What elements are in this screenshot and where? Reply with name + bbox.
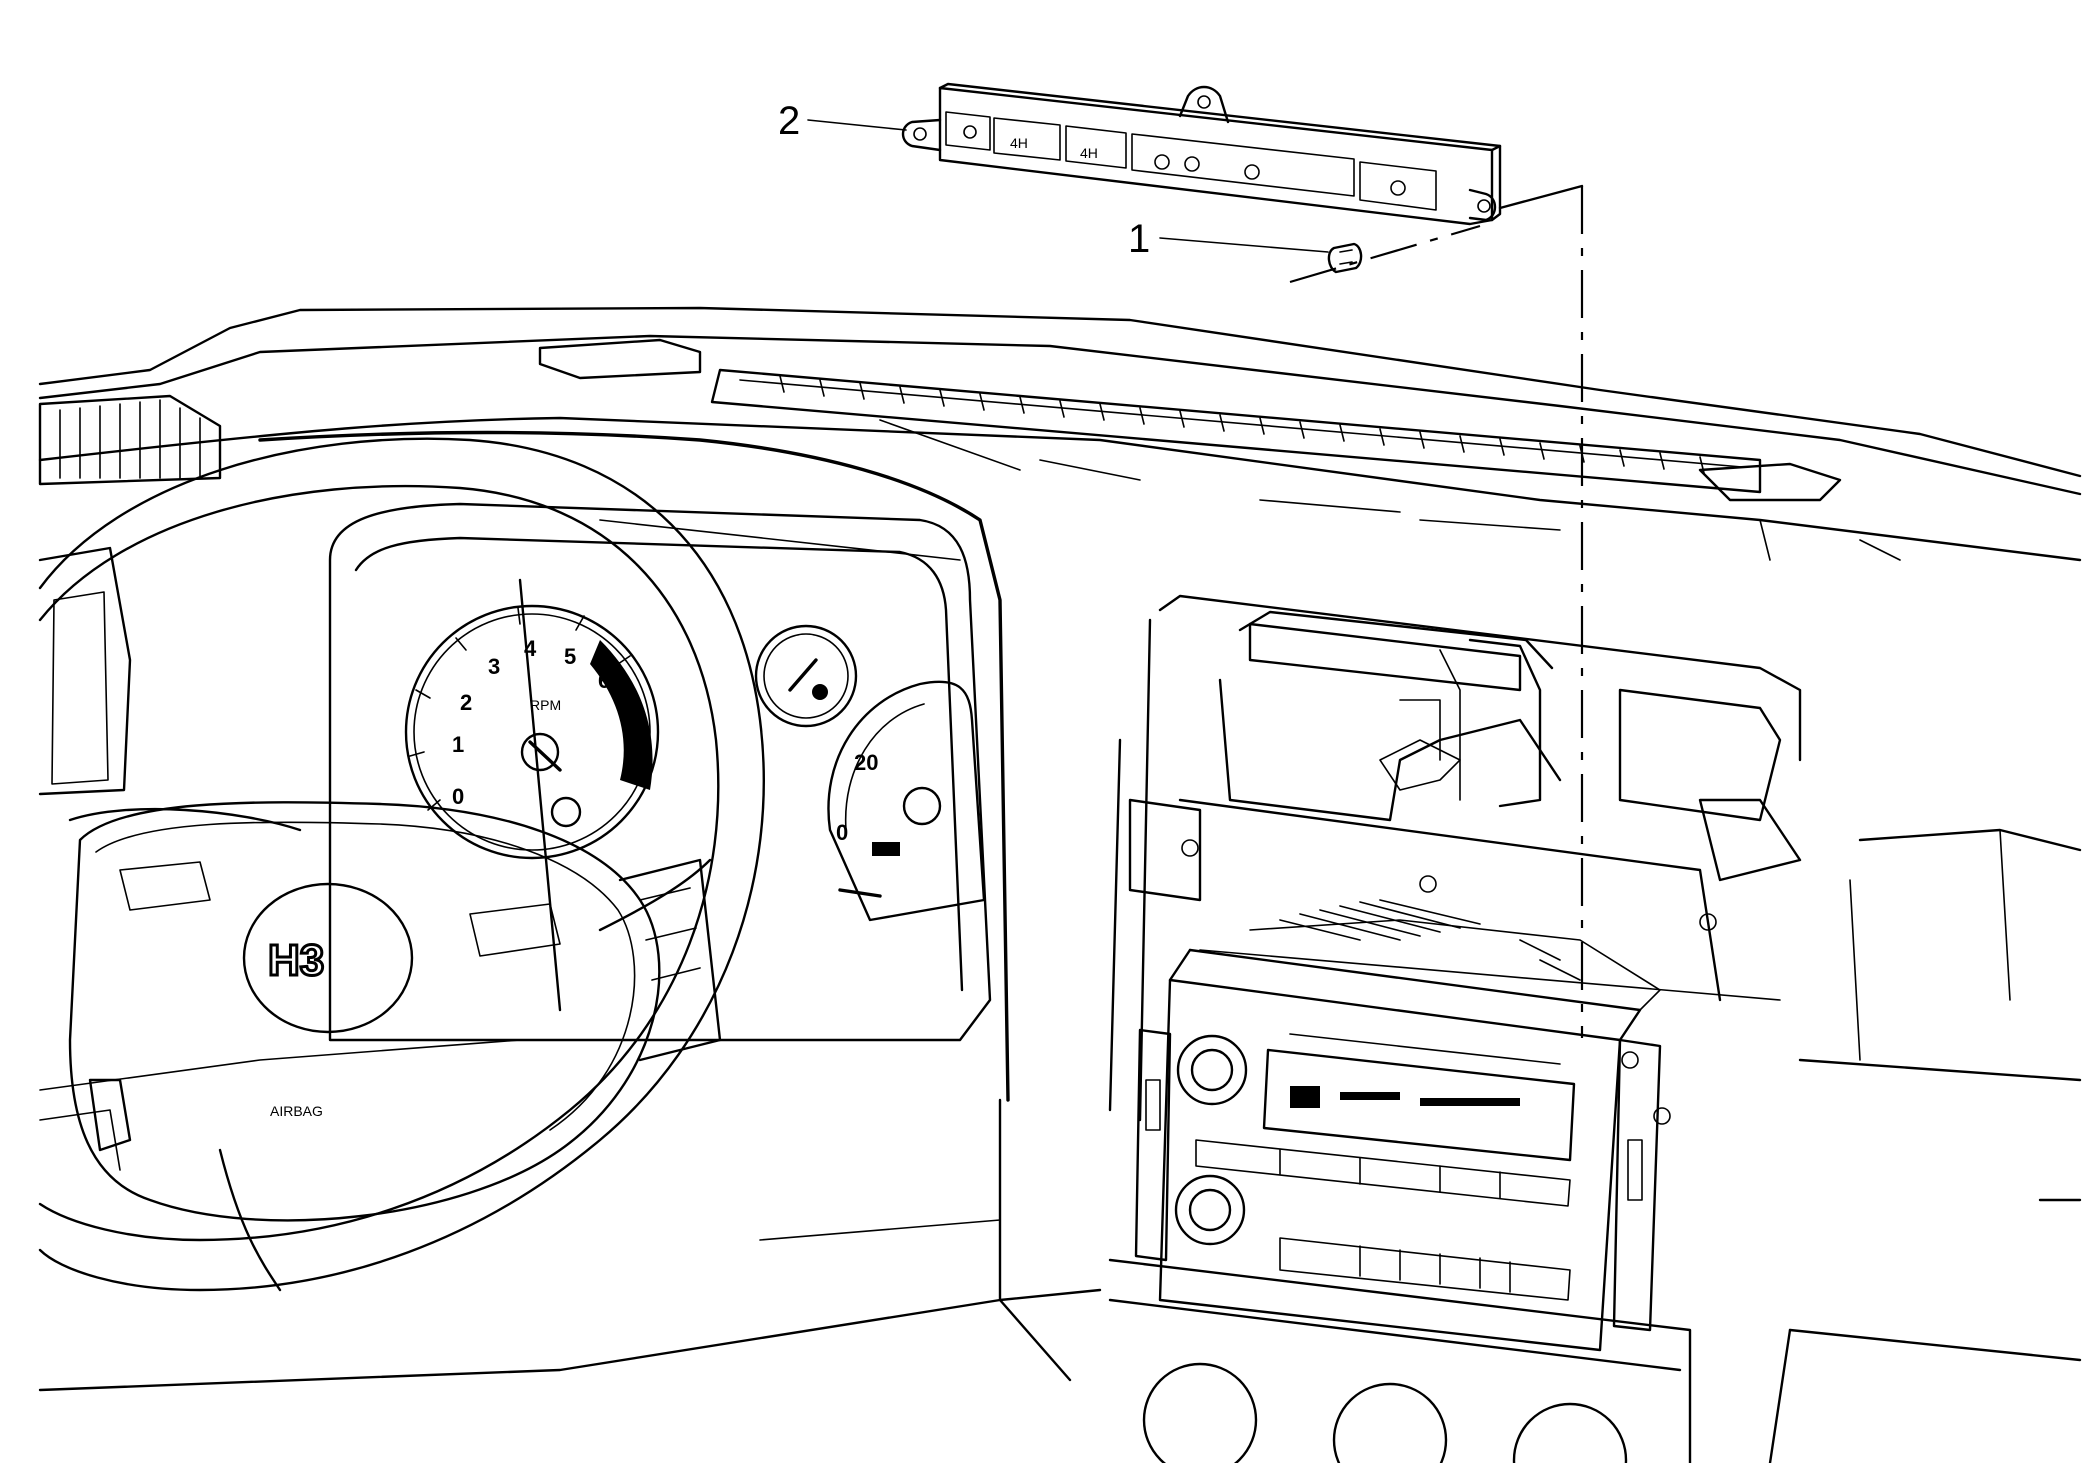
fastener-bolt <box>1327 242 1363 274</box>
hub-badge: H3 <box>268 936 324 985</box>
svg-text:4H: 4H <box>1010 135 1028 151</box>
callout-label-1: 1 <box>1128 217 1150 261</box>
right-dash-panel <box>1768 828 2082 1463</box>
steering-wheel: H3 AIRBAG <box>38 437 765 1292</box>
callout-2: 2 <box>778 99 907 143</box>
left-air-vent <box>38 394 222 486</box>
tach-label-1: 1 <box>452 732 464 757</box>
instrument-cluster <box>258 430 1010 1102</box>
tach-label-3: 3 <box>488 654 500 679</box>
radio-unit <box>1134 899 1671 1352</box>
callout-label-2: 2 <box>778 99 800 143</box>
tachometer-gauge: 0 1 2 3 4 5 6 RPM <box>404 604 660 860</box>
left-side-panel <box>38 546 521 1171</box>
tach-unit-label: RPM <box>530 697 561 713</box>
lower-dash-edge <box>38 1098 1102 1392</box>
speedo-label-0: 0 <box>836 820 848 845</box>
tach-tick-marks <box>409 607 631 811</box>
defroster-vent-slots <box>779 375 1705 474</box>
dash-panel-top <box>38 306 2082 562</box>
svg-text:4H: 4H <box>1080 145 1098 161</box>
installation-lines <box>1289 184 1584 1038</box>
tach-label-0: 0 <box>452 784 464 809</box>
hvac-controls <box>1108 1258 1692 1463</box>
switch-bank-assembly: 4H 4H <box>901 82 1502 226</box>
center-stack-frame <box>1108 594 1802 1122</box>
callout-1: 1 <box>1128 217 1329 261</box>
speedometer-gauge: 0 20 <box>827 680 986 922</box>
fuel-gauge <box>754 624 858 728</box>
tach-label-2: 2 <box>460 690 472 715</box>
tach-label-4: 4 <box>524 636 537 661</box>
airbag-label: AIRBAG <box>270 1103 323 1119</box>
speedo-label-20: 20 <box>854 750 878 775</box>
tach-label-5: 5 <box>564 644 576 669</box>
tach-label-6: 6 <box>598 668 610 693</box>
radio-opening <box>1218 678 1562 822</box>
